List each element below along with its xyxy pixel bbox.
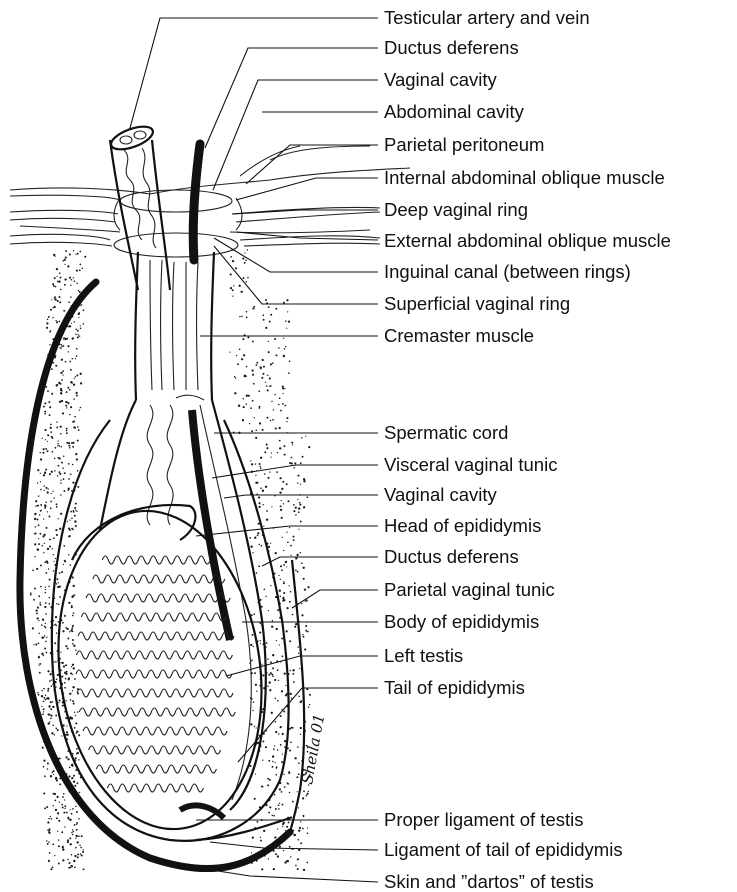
label-inguinal-canal: Inguinal canal (between rings): [384, 261, 631, 282]
label-parietal-peritoneum: Parietal peritoneum: [384, 134, 544, 155]
label-proper-ligament-testis: Proper ligament of testis: [384, 809, 583, 830]
label-abdominal-cavity: Abdominal cavity: [384, 101, 525, 122]
testicular-vessels: [108, 122, 170, 290]
label-deep-vaginal-ring: Deep vaginal ring: [384, 199, 528, 220]
cremaster-muscle: [135, 252, 214, 400]
spermatic-cord-contents: [100, 395, 266, 810]
label-superficial-vaginal-ring: Superficial vaginal ring: [384, 293, 570, 314]
seminiferous-tubules: [76, 556, 235, 792]
label-body-of-epididymis: Body of epididymis: [384, 611, 539, 632]
label-parietal-vaginal-tunic: Parietal vaginal tunic: [384, 579, 555, 600]
label-head-of-epididymis: Head of epididymis: [384, 515, 541, 536]
label-ligament-tail-epididymis: Ligament of tail of epididymis: [384, 839, 623, 860]
tail-of-epididymis: [180, 805, 224, 818]
labels: Testicular artery and vein Ductus defere…: [384, 7, 671, 892]
label-left-testis: Left testis: [384, 645, 463, 666]
label-skin-and-dartos: Skin and ”dartos” of testis: [384, 871, 594, 892]
label-tail-of-epididymis: Tail of epididymis: [384, 677, 525, 698]
label-external-abdominal-oblique: External abdominal oblique muscle: [384, 230, 671, 251]
label-cremaster-muscle: Cremaster muscle: [384, 325, 534, 346]
label-visceral-vaginal-tunic: Visceral vaginal tunic: [384, 454, 557, 475]
label-testicular-artery-vein: Testicular artery and vein: [384, 7, 590, 28]
label-vaginal-cavity-upper: Vaginal cavity: [384, 69, 498, 90]
scrotum-skin-stipple: [30, 249, 311, 871]
label-spermatic-cord: Spermatic cord: [384, 422, 508, 443]
label-ductus-deferens-lower: Ductus deferens: [384, 546, 519, 567]
label-ductus-deferens-upper: Ductus deferens: [384, 37, 519, 58]
abdominal-wall-layers: [10, 146, 410, 257]
label-vaginal-cavity-lower: Vaginal cavity: [384, 484, 498, 505]
ductus-deferens-upper: [193, 144, 200, 260]
label-internal-abdominal-oblique: Internal abdominal oblique muscle: [384, 167, 665, 188]
